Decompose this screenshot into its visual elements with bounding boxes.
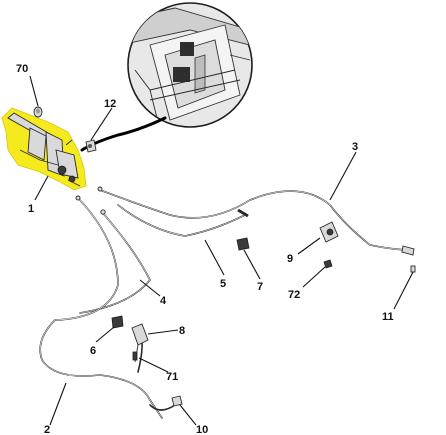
callout-1: 1 [28, 203, 34, 215]
cable-4-left-upper [79, 209, 151, 314]
callout-72: 72 [288, 289, 300, 301]
part-72-nut [323, 259, 333, 269]
callout-7: 7 [257, 281, 263, 293]
part-6-clip [111, 315, 124, 329]
callout-6: 6 [90, 345, 96, 357]
callout-11: 11 [382, 311, 394, 323]
callout-9: 9 [287, 253, 293, 265]
part-12-clip [85, 139, 97, 153]
part-7-bracket [236, 237, 250, 251]
cable-5-secondary [117, 204, 249, 237]
callout-3: 3 [352, 141, 358, 153]
handbrake-lever-assembly [1, 107, 87, 191]
cable-2-left-lower [39, 195, 163, 419]
callout-70: 70 [16, 63, 28, 75]
part-70-nut [33, 106, 43, 118]
detail-magnifier [127, 2, 253, 128]
part-71-screw [132, 351, 138, 361]
callout-10: 10 [196, 424, 208, 435]
callout-5: 5 [220, 278, 226, 290]
detail-bracket-view [128, 7, 251, 127]
part-10-clip [171, 395, 183, 407]
callout-12: 12 [104, 98, 116, 110]
callout-labels: 70 12 1 3 9 72 11 5 7 4 6 8 71 2 10 [16, 63, 394, 435]
part-9-equalizer [319, 221, 339, 243]
cable-3-primary [97, 186, 413, 251]
callout-71: 71 [166, 371, 178, 383]
callout-4: 4 [160, 295, 167, 307]
callout-2: 2 [44, 424, 50, 435]
leader-lines [29, 75, 414, 426]
callout-8: 8 [179, 325, 185, 337]
part-11-cable-end [401, 245, 416, 273]
